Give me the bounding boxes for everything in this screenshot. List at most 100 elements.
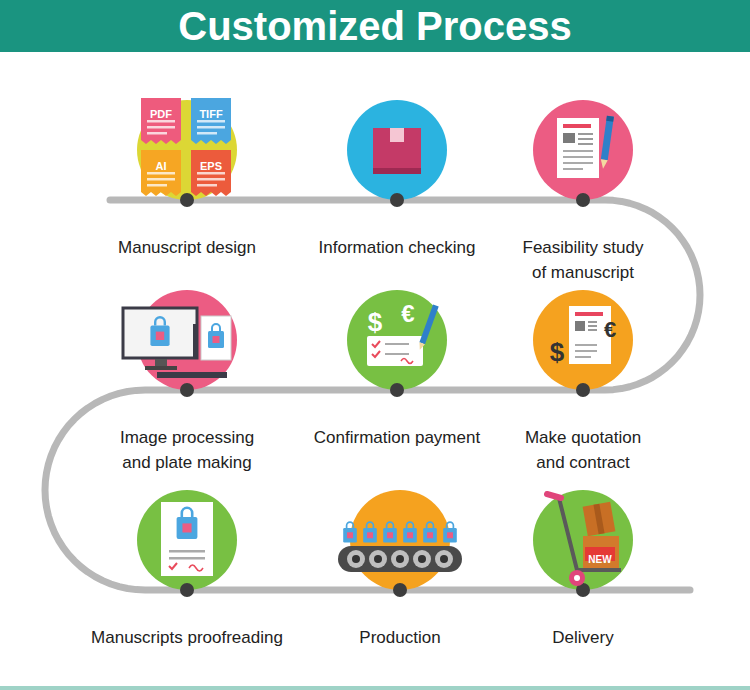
document-icon-part [563, 124, 591, 128]
step-label: Manuscripts proofreading [91, 625, 283, 650]
icon-text: EPS [200, 161, 222, 172]
connector-group [45, 200, 700, 590]
icon-label-wrap: $ [517, 339, 597, 365]
step-label: Image processing and plate making [117, 425, 257, 475]
payment-icon-part [417, 305, 439, 351]
quotation-icon-part [575, 312, 603, 316]
icon-text: NEW [588, 555, 611, 565]
step-label: Delivery [552, 625, 613, 650]
track-dot [180, 193, 194, 207]
payment-icon-part [372, 351, 380, 357]
track-end [583, 587, 690, 594]
file-formats-icon-part-part [147, 126, 175, 129]
conveyor-icon-part [403, 522, 417, 542]
icon-label-wrap: EPS [171, 156, 251, 174]
hand-truck-icon-part [593, 504, 604, 535]
title-bar: Customized Process [0, 0, 750, 52]
process-track [400, 587, 583, 594]
file-formats-icon-part [141, 98, 181, 144]
file-formats-icon-part [191, 150, 231, 196]
proof-icon-part [169, 550, 205, 553]
payment-icon-part [385, 353, 409, 355]
payment-icon-part [372, 341, 380, 347]
step-circle-fill [347, 290, 447, 390]
process-track [397, 197, 583, 204]
file-formats-icon-part [147, 120, 225, 187]
conveyor-icon-part [374, 555, 382, 563]
track-dot [390, 383, 404, 397]
hand-truck-icon-part [583, 502, 616, 536]
process-track [187, 197, 397, 204]
package-icon [373, 128, 421, 174]
payment-icon-part [401, 359, 413, 364]
track-dot [576, 193, 590, 207]
hand-truck-icon-part [574, 575, 580, 581]
step-label: Make quotation and contract [518, 425, 648, 475]
file-formats-icon-part-part [147, 178, 175, 181]
document-icon-part [563, 150, 593, 152]
conveyor-icon-part [363, 522, 377, 542]
document-icon-part [578, 133, 593, 135]
track-dot [180, 383, 194, 397]
step-circle-fill [137, 490, 237, 590]
step-label-wrap: Image processing and plate making [37, 425, 337, 475]
step-circle-fill [533, 100, 633, 200]
step-label: Production [359, 625, 440, 650]
document-icon-part-part [601, 116, 614, 161]
document-icon-part [563, 162, 593, 164]
icon-text: AI [156, 161, 167, 172]
computer-icon-part [123, 308, 197, 358]
step-label-wrap: Manuscript design [37, 235, 337, 260]
conveyor-icon-part [443, 522, 457, 542]
hand-truck-icon-part [559, 498, 621, 570]
file-formats-icon-part [191, 98, 231, 144]
conveyor-icon-part [343, 522, 357, 542]
step-label-wrap: Confirmation payment [247, 425, 547, 450]
computer-icon-part [157, 372, 227, 378]
hand-truck-icon-part [583, 536, 619, 568]
file-formats-icon-part-part [147, 132, 167, 135]
conveyor-icon-part [423, 522, 437, 542]
proof-icon-part [169, 563, 177, 569]
file-formats-icon-part-part [147, 172, 175, 175]
document-icon-part [557, 118, 599, 178]
computer-icon-part [201, 316, 231, 360]
step-circle-fill [137, 100, 237, 200]
document-icon-part-part [600, 159, 608, 169]
document-icon-part [563, 133, 575, 143]
step-label: Information checking [319, 235, 476, 260]
track-dot [393, 583, 407, 597]
file-formats-icon [141, 98, 231, 196]
conveyor-icon [338, 522, 462, 572]
package-icon-part [373, 168, 421, 174]
conveyor-icon-part [383, 522, 397, 542]
step-circle-fill [533, 290, 633, 390]
icon-text: PDF [150, 109, 172, 120]
icon-text: € [604, 319, 616, 341]
quotation-icon-part [575, 356, 591, 358]
step-label: Feasibility study of manuscript [518, 235, 648, 285]
computer-icon [123, 308, 231, 378]
conveyor-icon-part [352, 555, 360, 563]
step-label: Manuscript design [118, 235, 256, 260]
document-icon-part [563, 168, 583, 170]
track-dot [390, 193, 404, 207]
payment-icon-part-part [419, 305, 438, 345]
process-track [187, 587, 400, 594]
conveyor-icon-part [440, 555, 448, 563]
icon-label-wrap: PDF [121, 104, 201, 122]
package-icon-part [390, 128, 404, 142]
hand-truck-icon [547, 494, 621, 586]
file-formats-icon-part-part [197, 120, 225, 123]
file-formats-icon-part-part [197, 132, 217, 135]
conveyor-icon-part [435, 550, 453, 568]
conveyor-icon-part [347, 550, 365, 568]
conveyor-icon-part [413, 550, 431, 568]
track-dot [576, 383, 590, 397]
icon-label-wrap: NEW [560, 549, 640, 567]
file-formats-icon-part-part [147, 184, 167, 187]
step-label-wrap: Information checking [247, 235, 547, 260]
quotation-icon-part [588, 329, 597, 331]
icon-label-wrap: € [570, 319, 650, 341]
